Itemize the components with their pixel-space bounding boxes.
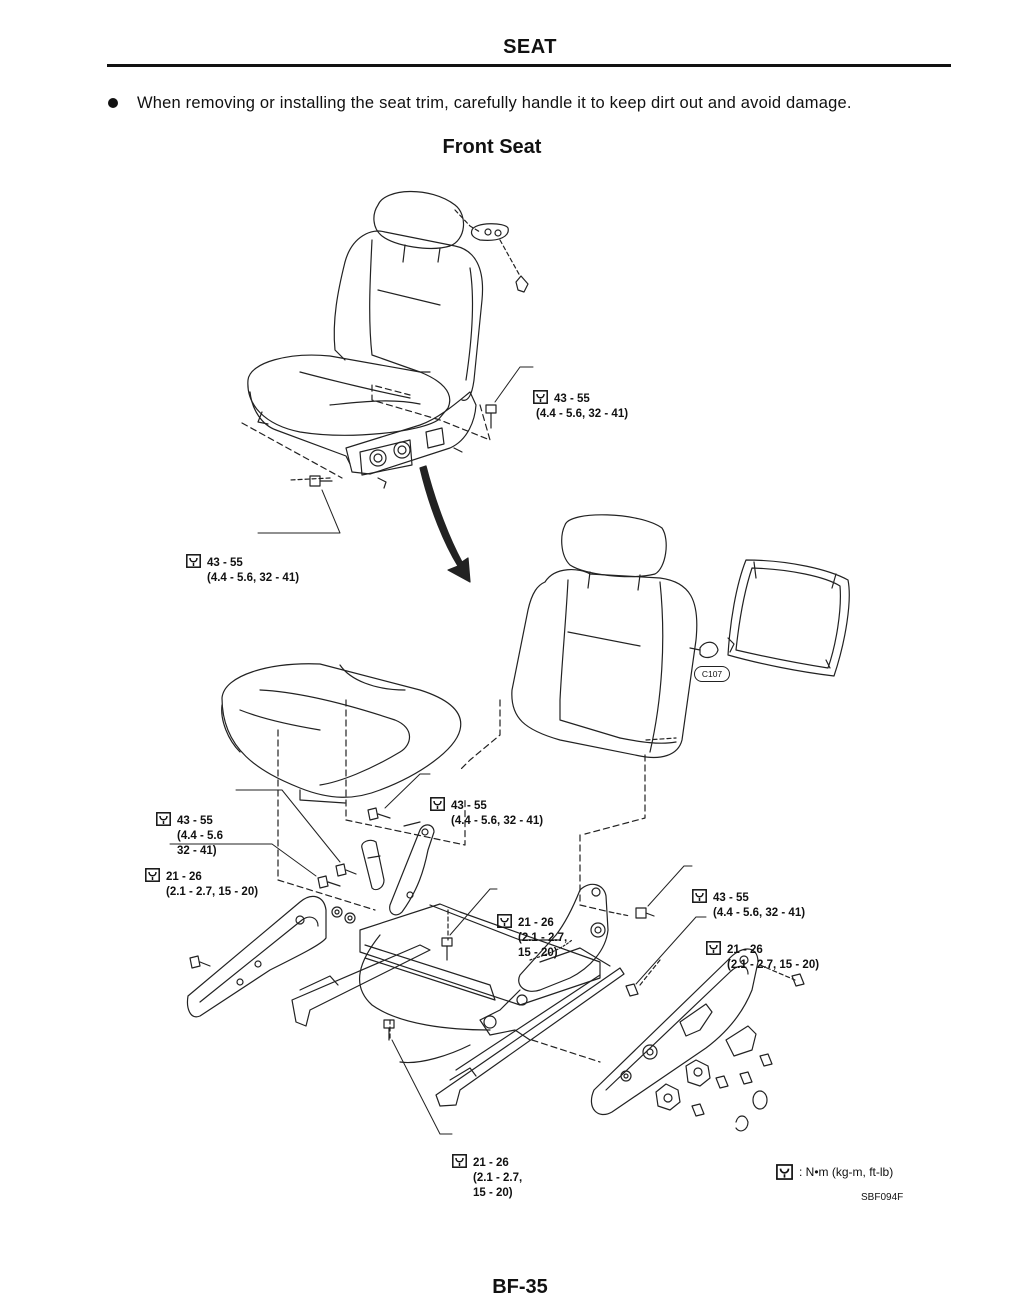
torque-conversion: 15 - 20) [473, 1187, 513, 1199]
page-number: BF-35 [492, 1276, 548, 1298]
torque-conversion: (4.4 - 5.6, 32 - 41) [713, 907, 806, 919]
torque-callout-belt-buckle: 43 - 55 (4.4 - 5.6 32 - 41) [156, 782, 223, 874]
seatback-illustration [511, 514, 850, 759]
torque-conversion: (2.1 - 2.7, [518, 932, 568, 944]
torque-wrench-icon [145, 868, 160, 882]
torque-conversion: (4.4 - 5.6, 32 - 41) [536, 408, 629, 420]
torque-callout-front-bolt: 43 - 55 (4.4 - 5.6, 32 - 41) [186, 524, 299, 601]
torque-value: 43 - 55 [554, 393, 590, 405]
torque-wrench-icon [497, 914, 512, 928]
connector-label-c107: C107 [694, 666, 730, 682]
page-title: SEAT [503, 36, 557, 58]
torque-wrench-icon [706, 941, 721, 955]
torque-callout-frame-bolt: 21 - 26 (2.1 - 2.7, 15 - 20) [497, 884, 567, 976]
section-title: Front Seat [442, 136, 542, 158]
bolt-icons [189, 807, 805, 1117]
torque-conversion: (4.4 - 5.6, 32 - 41) [451, 815, 544, 827]
torque-wrench-icon [430, 797, 445, 811]
torque-callout-recliner-bolt: 21 - 26 (2.1 - 2.7, 15 - 20) [706, 911, 819, 988]
bullet-icon [108, 98, 118, 108]
torque-conversion: (2.1 - 2.7, 15 - 20) [727, 959, 820, 971]
torque-callout-side-cover: 21 - 26 (2.1 - 2.7, 15 - 20) [145, 838, 258, 915]
torque-wrench-icon [692, 889, 707, 903]
torque-value: 21 - 26 [727, 944, 763, 956]
torque-callout-headrest-bracket: 43 - 55 (4.4 - 5.6, 32 - 41) [533, 360, 628, 437]
torque-wrench-icon [533, 390, 548, 404]
figure-code: SBF094F [861, 1192, 904, 1203]
torque-callout-rail-bolt: 21 - 26 (2.1 - 2.7, 15 - 20) [452, 1124, 522, 1216]
torque-conversion: (2.1 - 2.7, 15 - 20) [166, 886, 259, 898]
torque-conversion: 32 - 41) [177, 845, 217, 857]
torque-value: 43 - 55 [177, 815, 213, 827]
torque-callout-cushion-bolt: 43 - 55 (4.4 - 5.6, 32 - 41) [430, 767, 543, 844]
torque-conversion: (2.1 - 2.7, [473, 1172, 523, 1184]
header-rule [107, 64, 951, 67]
torque-wrench-icon [452, 1154, 467, 1168]
seat-frame-illustration [186, 821, 796, 1132]
torque-value: 21 - 26 [518, 917, 554, 929]
torque-legend: : N•m (kg-m, ft-lb) [776, 1164, 893, 1180]
torque-wrench-icon [156, 812, 171, 826]
torque-wrench-icon [186, 554, 201, 568]
caution-note: When removing or installing the seat tri… [137, 94, 852, 112]
assembled-seat-illustration [241, 190, 529, 489]
torque-value: 43 - 55 [451, 800, 487, 812]
torque-value: 43 - 55 [207, 557, 243, 569]
torque-conversion: (4.4 - 5.6 [177, 830, 224, 842]
torque-callout-seatback-bolt: 43 - 55 (4.4 - 5.6, 32 - 41) [692, 859, 805, 936]
torque-wrench-icon [776, 1164, 793, 1180]
seat-cushion-illustration [221, 663, 646, 913]
torque-value: 43 - 55 [713, 892, 749, 904]
leader-lines [169, 366, 707, 1135]
legend-text: : N•m (kg-m, ft-lb) [799, 1165, 894, 1179]
torque-value: 21 - 26 [166, 871, 202, 883]
torque-value: 21 - 26 [473, 1157, 509, 1169]
exploded-view-arrow [419, 465, 471, 583]
torque-conversion: 15 - 20) [518, 947, 558, 959]
torque-conversion: (4.4 - 5.6, 32 - 41) [207, 572, 300, 584]
